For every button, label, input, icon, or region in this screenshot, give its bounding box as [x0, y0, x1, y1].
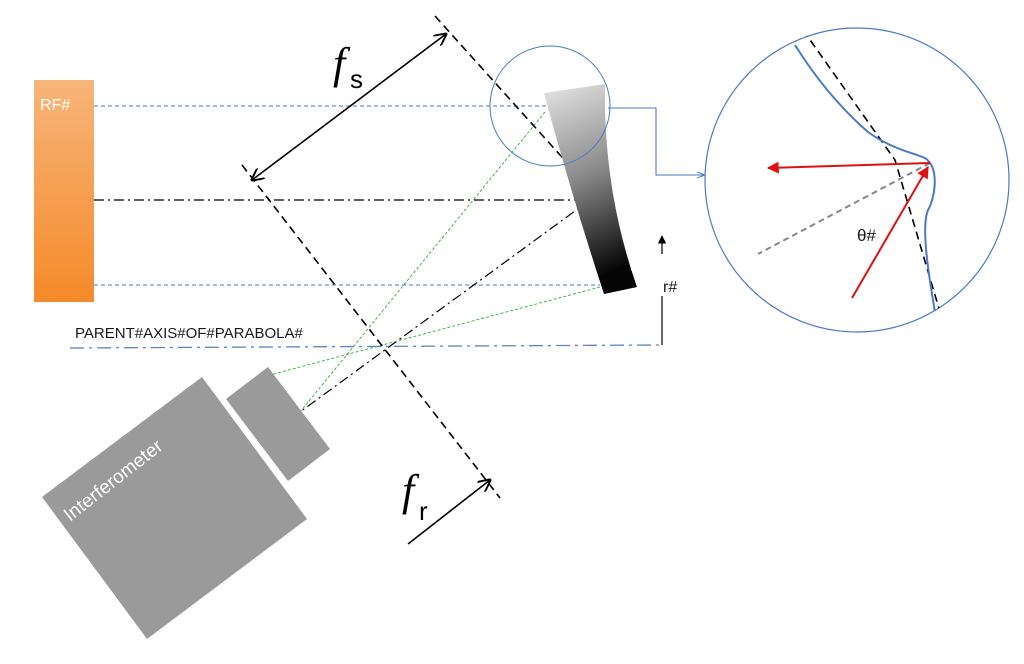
- focal-plane-r: [241, 164, 501, 499]
- fs-label: f s: [333, 39, 363, 94]
- reflected-ray: [299, 199, 591, 413]
- fs-arrow: [252, 34, 446, 180]
- parabolic-mirror-icon: [544, 84, 637, 294]
- interferometer-box-icon: Interferometer: [42, 367, 330, 639]
- rf-beams: [94, 105, 600, 286]
- fr-label: f r: [402, 466, 428, 526]
- r-indicator: r#: [657, 235, 677, 345]
- zoom-connector: [608, 107, 704, 175]
- rf-label: RF#: [40, 97, 70, 114]
- svg-text:s: s: [350, 64, 363, 94]
- r-label: r#: [663, 279, 677, 296]
- theta-label: θ#: [857, 226, 876, 245]
- svg-text:f: f: [402, 466, 420, 515]
- green-rays: [269, 111, 601, 413]
- parent-axis-line: [69, 344, 663, 349]
- svg-text:f: f: [333, 39, 351, 88]
- svg-text:r: r: [419, 496, 428, 526]
- magnified-view: θ#: [704, 27, 1010, 333]
- rf-source: RF#: [34, 80, 94, 302]
- fr-arrow: [407, 480, 490, 545]
- parent-axis-label: PARENT#AXIS#OF#PARABOLA#: [75, 325, 304, 342]
- zoom-source-circle: [489, 45, 611, 167]
